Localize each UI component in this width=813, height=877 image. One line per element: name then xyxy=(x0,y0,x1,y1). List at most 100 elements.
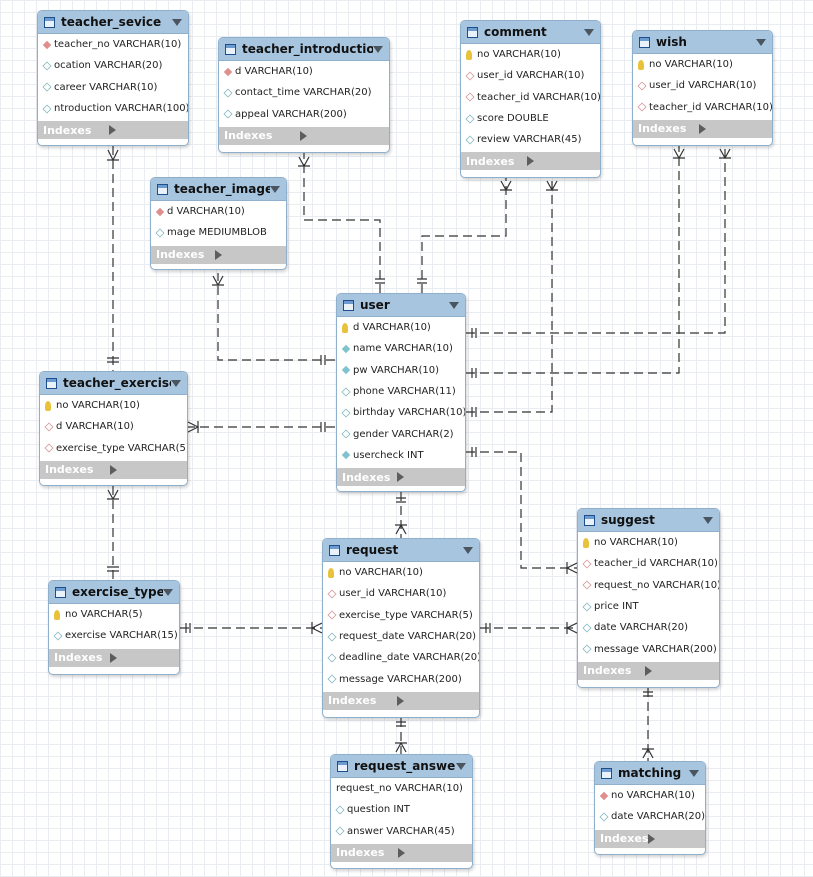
table-teacher-introduction[interactable]: teacher_introduction d VARCHAR(10) conta… xyxy=(218,37,390,153)
column-row[interactable]: exercise_type VARCHAR(5) xyxy=(323,605,479,626)
table-header[interactable]: user xyxy=(337,294,465,317)
table-teacher-exercise[interactable]: teacher_exercise no VARCHAR(10) d VARCHA… xyxy=(39,371,188,486)
column-row[interactable]: exercise_type VARCHAR(5) xyxy=(40,438,187,459)
column-row[interactable]: phone VARCHAR(11) xyxy=(337,381,465,402)
column-row[interactable]: name VARCHAR(10) xyxy=(337,338,465,359)
indexes-section[interactable]: Indexes xyxy=(38,121,188,140)
dropdown-arrow-icon[interactable] xyxy=(584,28,594,36)
column-row[interactable]: answer VARCHAR(45) xyxy=(331,821,472,842)
expand-arrow-icon[interactable] xyxy=(526,156,595,167)
column-row[interactable]: message VARCHAR(200) xyxy=(578,638,719,659)
column-row[interactable]: no VARCHAR(5) xyxy=(49,604,179,625)
column-row[interactable]: appeal VARCHAR(200) xyxy=(219,104,389,125)
column-row[interactable]: career VARCHAR(10) xyxy=(38,77,188,98)
column-row[interactable]: teacher_id VARCHAR(10) xyxy=(633,97,772,118)
table-header[interactable]: teacher_exercise xyxy=(40,372,187,395)
indexes-section[interactable]: Indexes xyxy=(461,152,600,171)
column-row[interactable]: mage MEDIUMBLOB xyxy=(151,222,286,243)
table-header[interactable]: teacher_introduction xyxy=(219,38,389,61)
dropdown-arrow-icon[interactable] xyxy=(163,588,173,596)
indexes-section[interactable]: Indexes xyxy=(595,829,705,848)
table-matching[interactable]: matching no VARCHAR(10) date VARCHAR(20)… xyxy=(594,761,706,855)
column-row[interactable]: score DOUBLE xyxy=(461,108,600,129)
dropdown-arrow-icon[interactable] xyxy=(373,45,383,53)
column-row[interactable]: no VARCHAR(10) xyxy=(633,54,772,75)
expand-arrow-icon[interactable] xyxy=(397,472,459,483)
column-row[interactable]: contact_time VARCHAR(20) xyxy=(219,82,389,103)
dropdown-arrow-icon[interactable] xyxy=(463,546,473,554)
table-header[interactable]: request xyxy=(323,539,479,562)
table-header[interactable]: teacher_image xyxy=(151,178,286,201)
dropdown-arrow-icon[interactable] xyxy=(756,38,766,46)
column-row[interactable]: teacher_id VARCHAR(10) xyxy=(578,553,719,574)
indexes-section[interactable]: Indexes xyxy=(323,691,479,710)
table-header[interactable]: comment xyxy=(461,21,600,44)
column-row[interactable]: pw VARCHAR(10) xyxy=(337,360,465,381)
dropdown-arrow-icon[interactable] xyxy=(270,185,280,193)
table-teacher-sevice[interactable]: teacher_sevice teacher_no VARCHAR(10) oc… xyxy=(37,10,189,146)
column-row[interactable]: no VARCHAR(10) xyxy=(578,532,719,553)
expand-arrow-icon[interactable] xyxy=(109,125,182,136)
indexes-section[interactable]: Indexes xyxy=(337,468,465,487)
column-row[interactable]: deadline_date VARCHAR(20) xyxy=(323,647,479,668)
table-header[interactable]: exercise_type xyxy=(49,581,179,604)
column-row[interactable]: birthday VARCHAR(10) xyxy=(337,402,465,423)
expand-arrow-icon[interactable] xyxy=(644,665,714,676)
column-row[interactable]: no VARCHAR(10) xyxy=(595,785,705,806)
table-request[interactable]: request no VARCHAR(10) user_id VARCHAR(1… xyxy=(322,538,480,718)
column-row[interactable]: price INT xyxy=(578,596,719,617)
expand-arrow-icon[interactable] xyxy=(110,652,173,663)
expand-arrow-icon[interactable] xyxy=(300,130,383,141)
column-row[interactable]: date VARCHAR(20) xyxy=(595,806,705,827)
column-row[interactable]: gender VARCHAR(2) xyxy=(337,423,465,444)
expand-arrow-icon[interactable] xyxy=(698,123,767,134)
column-row[interactable]: message VARCHAR(200) xyxy=(323,668,479,689)
table-request-answer[interactable]: request_answer request_no VARCHAR(10) qu… xyxy=(330,754,473,869)
column-row[interactable]: user_id VARCHAR(10) xyxy=(461,65,600,86)
table-header[interactable]: suggest xyxy=(578,509,719,532)
column-row[interactable]: user_id VARCHAR(10) xyxy=(633,75,772,96)
column-row[interactable]: teacher_id VARCHAR(10) xyxy=(461,87,600,108)
expand-arrow-icon[interactable] xyxy=(648,833,699,844)
table-header[interactable]: matching xyxy=(595,762,705,785)
table-teacher-image[interactable]: teacher_image d VARCHAR(10) mage MEDIUMB… xyxy=(150,177,287,270)
column-row[interactable]: no VARCHAR(10) xyxy=(40,395,187,416)
column-row[interactable]: user_id VARCHAR(10) xyxy=(323,583,479,604)
column-row[interactable]: teacher_no VARCHAR(10) xyxy=(38,34,188,55)
table-wish[interactable]: wish no VARCHAR(10) user_id VARCHAR(10) … xyxy=(632,30,773,146)
table-suggest[interactable]: suggest no VARCHAR(10) teacher_id VARCHA… xyxy=(577,508,720,688)
column-row[interactable]: request_no VARCHAR(10) xyxy=(331,778,472,799)
indexes-section[interactable]: Indexes xyxy=(578,661,719,680)
column-row[interactable]: request_date VARCHAR(20) xyxy=(323,626,479,647)
column-row[interactable]: request_no VARCHAR(10) xyxy=(578,575,719,596)
column-row[interactable]: usercheck INT xyxy=(337,445,465,466)
indexes-section[interactable]: Indexes xyxy=(40,460,187,479)
column-row[interactable]: d VARCHAR(10) xyxy=(337,317,465,338)
table-exercise-type[interactable]: exercise_type no VARCHAR(5) exercise VAR… xyxy=(48,580,180,675)
expand-arrow-icon[interactable] xyxy=(397,847,467,858)
expand-arrow-icon[interactable] xyxy=(214,249,281,260)
column-row[interactable]: question INT xyxy=(331,799,472,820)
table-user[interactable]: user d VARCHAR(10) name VARCHAR(10) pw V… xyxy=(336,293,466,492)
indexes-section[interactable]: Indexes xyxy=(219,126,389,145)
dropdown-arrow-icon[interactable] xyxy=(456,762,466,770)
column-row[interactable]: exercise VARCHAR(15) xyxy=(49,625,179,646)
column-row[interactable]: date VARCHAR(20) xyxy=(578,617,719,638)
column-row[interactable]: ocation VARCHAR(20) xyxy=(38,55,188,76)
dropdown-arrow-icon[interactable] xyxy=(171,379,181,387)
expand-arrow-icon[interactable] xyxy=(397,695,473,706)
dropdown-arrow-icon[interactable] xyxy=(449,301,459,309)
dropdown-arrow-icon[interactable] xyxy=(689,769,699,777)
column-row[interactable]: review VARCHAR(45) xyxy=(461,129,600,150)
column-row[interactable]: ntroduction VARCHAR(100) xyxy=(38,98,188,119)
column-row[interactable]: d VARCHAR(10) xyxy=(151,201,286,222)
indexes-section[interactable]: Indexes xyxy=(331,843,472,862)
table-header[interactable]: wish xyxy=(633,31,772,54)
dropdown-arrow-icon[interactable] xyxy=(703,516,713,524)
table-header[interactable]: request_answer xyxy=(331,755,472,778)
expand-arrow-icon[interactable] xyxy=(109,464,182,475)
column-row[interactable]: d VARCHAR(10) xyxy=(40,416,187,437)
indexes-section[interactable]: Indexes xyxy=(151,245,286,264)
indexes-section[interactable]: Indexes xyxy=(49,648,179,667)
dropdown-arrow-icon[interactable] xyxy=(172,18,182,26)
